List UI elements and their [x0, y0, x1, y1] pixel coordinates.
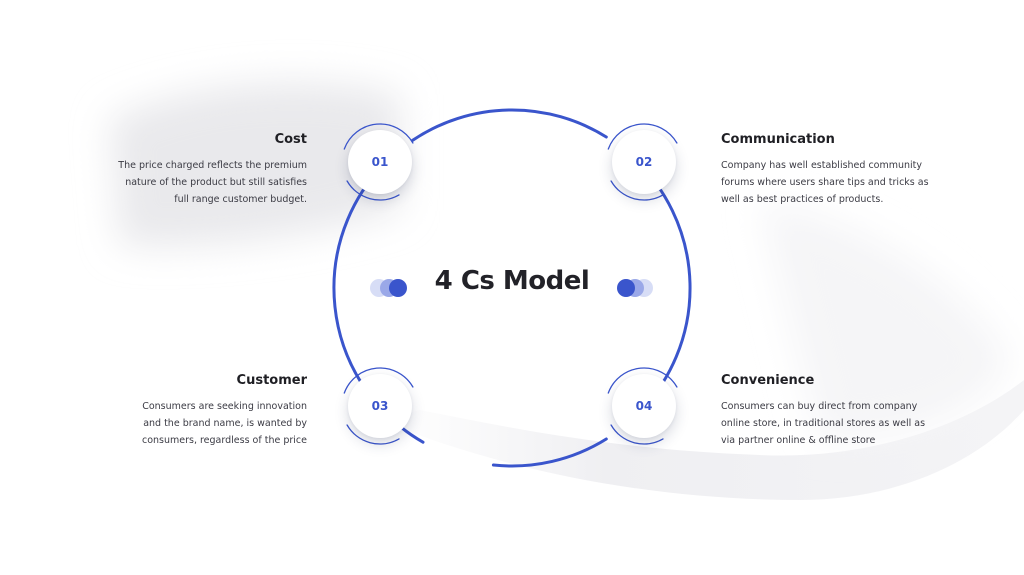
- block-customer: Customer Consumers are seeking innovatio…: [107, 373, 307, 449]
- text-line: Consumers are seeking innovation: [142, 401, 307, 412]
- node-outer-arc: [343, 123, 414, 150]
- ring-arc-bottom: [491, 437, 608, 468]
- text-line: nature of the product but still satisfie…: [125, 177, 307, 188]
- text-line: Company has well established community: [721, 160, 923, 171]
- text-line: Consumers can buy direct from company: [721, 401, 918, 412]
- node-number: 04: [635, 399, 653, 413]
- text-line: via partner online & offline store: [721, 435, 876, 446]
- block-title: Customer: [236, 373, 307, 388]
- text-line: full range customer budget.: [174, 194, 307, 205]
- block-text: Consumers can buy direct from company on…: [721, 398, 951, 449]
- text-line: and the brand name, is wanted by: [143, 418, 307, 429]
- node-communication: 02: [612, 130, 676, 194]
- node-cost: 01: [348, 130, 412, 194]
- text-line: well as best practices of products.: [721, 194, 884, 205]
- node-outer-arc: [610, 180, 664, 201]
- block-text: The price charged reflects the premium n…: [107, 157, 307, 208]
- text-line: The price charged reflects the premium: [118, 160, 307, 171]
- block-communication: Communication Company has well establish…: [721, 132, 951, 208]
- block-title: Cost: [274, 132, 307, 147]
- dot: [389, 279, 407, 297]
- node-outer-arc: [346, 180, 400, 201]
- dots-right: [612, 278, 660, 298]
- text-line: consumers, regardless of the price: [141, 435, 307, 446]
- block-text: Company has well established community f…: [721, 157, 951, 208]
- block-convenience: Convenience Consumers can buy direct fro…: [721, 373, 951, 449]
- node-outer-arc: [343, 367, 414, 394]
- block-title: Convenience: [721, 373, 815, 388]
- block-text: Consumers are seeking innovation and the…: [107, 398, 307, 449]
- node-customer: 03: [348, 374, 412, 438]
- node-outer-arc: [346, 424, 400, 445]
- node-outer-arc: [607, 367, 678, 394]
- node-outer-arc: [607, 123, 678, 150]
- node-number: 03: [371, 399, 389, 413]
- dot: [617, 279, 635, 297]
- center-title: 4 Cs Model: [434, 266, 590, 296]
- node-number: 01: [371, 155, 389, 169]
- text-line: forums where users share tips and tricks…: [721, 177, 929, 188]
- block-title: Communication: [721, 132, 835, 147]
- block-cost: Cost The price charged reflects the prem…: [107, 132, 307, 208]
- ring-arc-top: [411, 108, 608, 142]
- node-convenience: 04: [612, 374, 676, 438]
- node-number: 02: [635, 155, 653, 169]
- text-line: online store, in traditional stores as w…: [721, 418, 926, 429]
- node-outer-arc: [610, 424, 664, 445]
- dots-left: [364, 278, 412, 298]
